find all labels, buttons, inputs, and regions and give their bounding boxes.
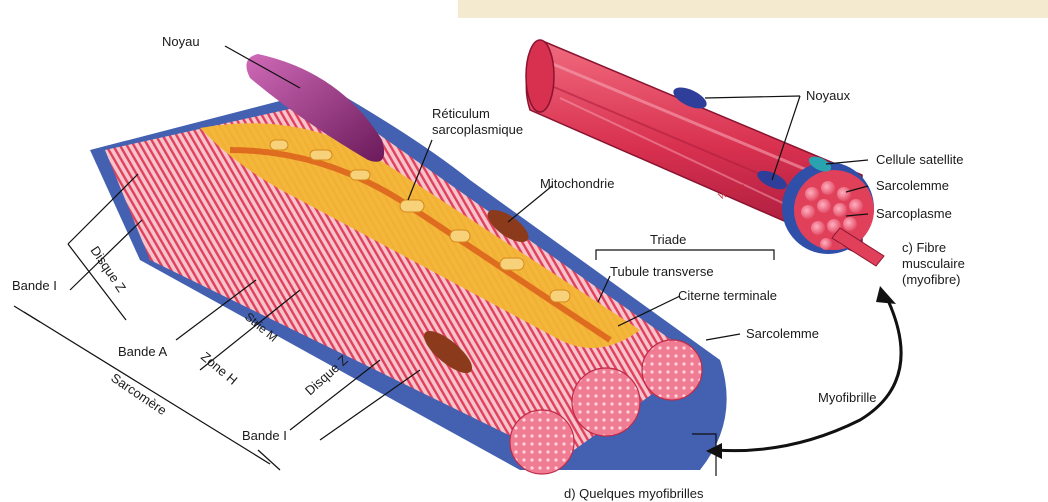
label-sarcoplasme: Sarcoplasme [876,206,952,221]
label-noyaux: Noyaux [806,88,851,103]
label-fibre-line3: (myofibre) [902,272,961,287]
label-sarcolemme-myofibrille: Sarcolemme [746,326,819,341]
top-bar-shape [458,0,1048,18]
label-fibre-line1: c) Fibre [902,240,946,255]
label-bande-a: Bande A [118,344,167,359]
label-disque-z-top: Disque Z [88,243,130,295]
label-myofibrille: Myofibrille [818,390,877,405]
label-triade: Triade [650,232,686,247]
label-noyau: Noyau [162,34,200,49]
muscle-fiber-illustration: Wilson [526,40,884,266]
label-bande-i-top: Bande I [12,278,57,293]
label-reticulum-line1: Réticulum [432,106,490,121]
label-bande-i-bottom: Bande I [242,428,287,443]
label-quelques-myofibrilles: d) Quelques myofibrilles [564,486,704,501]
label-citerne-terminale: Citerne terminale [678,288,777,303]
curved-double-arrow-icon [706,286,901,459]
label-cellule-satellite: Cellule satellite [876,152,963,167]
label-sarcolemme-fibre: Sarcolemme [876,178,949,193]
label-mitochondrie: Mitochondrie [540,176,614,191]
label-sarcomere: Sarcomère [108,370,169,418]
label-tubule-transverse: Tubule transverse [610,264,714,279]
label-fibre-line2: musculaire [902,256,965,271]
label-reticulum-line2: sarcoplasmique [432,122,523,137]
